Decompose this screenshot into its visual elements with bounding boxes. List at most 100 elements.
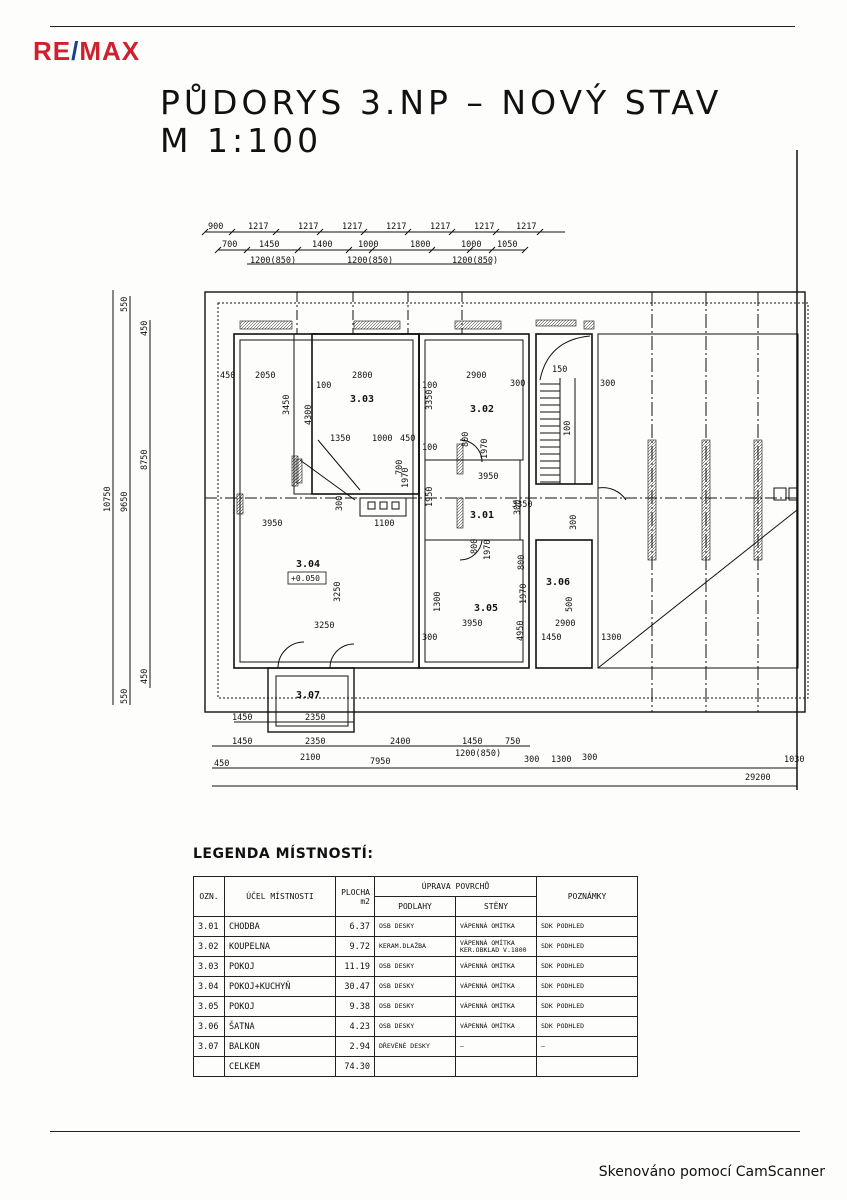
top-dim-label: 1200(850) <box>452 256 498 266</box>
top-dim-label: 1050 <box>497 240 517 250</box>
bottom-dim-label: 7950 <box>370 757 390 767</box>
left-dim-label: 550 <box>120 689 130 704</box>
top-dim-label: 1217 <box>248 222 268 232</box>
bottom-dim-label: 1200(850) <box>455 749 501 759</box>
top-dim-label: 700 <box>222 240 237 250</box>
total-plocha: 74.30 <box>335 1056 375 1077</box>
inner-dim-label: 3250 <box>333 582 343 602</box>
drawing-title: PŮDORYS 3.NP – NOVÝ STAV M 1:100 <box>160 84 722 160</box>
room-label-3-02: 3.02 <box>470 404 494 415</box>
top-dim-label: 1800 <box>410 240 430 250</box>
legend-total-row: CELKEM 74.30 <box>193 1056 638 1077</box>
legend-cell-ucel: POKOJ <box>224 996 336 1017</box>
legend-cell-ucel: KOUPELNA <box>224 936 336 957</box>
top-dim-label: 900 <box>208 222 223 232</box>
bottom-total-dim-label: 29200 <box>745 773 771 783</box>
legend-cell-steny-extra: KER.OBKLAD V.1800 <box>460 945 527 954</box>
inner-dim-label: 500 <box>565 597 575 612</box>
top-dim-label: 1400 <box>312 240 332 250</box>
inner-dim-label: 1970 <box>519 584 529 604</box>
legend-cell-ucel: POKOJ <box>224 956 336 977</box>
bottom-dim-label: 2350 <box>305 737 325 747</box>
legend-cell-poznamky: SDK PODHLED <box>536 936 638 957</box>
inner-dim-label: 300 <box>569 515 579 530</box>
legend-cell-ozn: 3.05 <box>193 996 225 1017</box>
inner-dim-label: 450 <box>220 371 235 381</box>
legend-cell-ucel: CHODBA <box>224 916 336 937</box>
legend-cell-poznamky: SDK PODHLED <box>536 956 638 977</box>
bottom-rule <box>50 1131 800 1132</box>
legend-cell-ozn: 3.07 <box>193 1036 225 1057</box>
legend-cell-ucel: ŠATNA <box>224 1016 336 1037</box>
legend-cell-ucel: BALKON <box>224 1036 336 1057</box>
inner-dim-label: 800 <box>470 539 480 554</box>
inner-dim-label: 1300 <box>433 592 443 612</box>
bottom-dim-label: 300 <box>582 753 597 763</box>
inner-dim-label: 2050 <box>255 371 275 381</box>
legend-cell-poznamky: – <box>536 1036 638 1057</box>
top-dim-label: 1450 <box>259 240 279 250</box>
left-dim-label: 450 <box>140 321 150 336</box>
bottom-dim-label: 300 <box>524 755 539 765</box>
legend-cell-plocha: 11.19 <box>335 956 375 977</box>
top-dim-label: 1217 <box>386 222 406 232</box>
bottom-dim-label: 2100 <box>300 753 320 763</box>
legend-cell-podlahy: DŘEVĚNÉ DESKY <box>374 1036 456 1057</box>
header-steny: STĚNY <box>455 896 537 917</box>
inner-dim-label: 3250 <box>314 621 334 631</box>
legend-cell-ozn: 3.01 <box>193 916 225 937</box>
header-poznamky: POZNÁMKY <box>536 876 638 917</box>
legend-cell-steny: VÁPENNÁ OMÍTKA <box>455 976 537 997</box>
total-label: CELKEM <box>224 1056 336 1077</box>
bottom-dim-label: 450 <box>214 759 229 769</box>
inner-dim-label: 300 <box>422 633 437 643</box>
legend-cell-steny: VÁPENNÁ OMÍTKA <box>455 916 537 937</box>
legend-cell-podlahy: KERAM.DLAŽBA <box>374 936 456 957</box>
left-dim-label: 9650 <box>120 492 130 512</box>
legend-cell-podlahy: OSB DESKY <box>374 976 456 997</box>
inner-dim-label: 1000 <box>372 434 392 444</box>
bottom-dim-label: 1030 <box>784 755 804 765</box>
inner-dim-label: 300 <box>600 379 615 389</box>
top-dim-label: 1217 <box>430 222 450 232</box>
top-dim-label: 1200(850) <box>347 256 393 266</box>
inner-dim-label: 1970 <box>480 439 490 459</box>
inner-dim-label: 1100 <box>374 519 394 529</box>
inner-dim-label: 1970 <box>483 540 493 560</box>
bottom-dim-label: 1450 <box>462 737 482 747</box>
inner-dim-label: 3950 <box>462 619 482 629</box>
header-uprava: ÚPRAVA POVRCHŮ <box>374 876 537 897</box>
legend-cell-steny: – <box>455 1036 537 1057</box>
legend-cell-podlahy: OSB DESKY <box>374 916 456 937</box>
legend-cell-podlahy: OSB DESKY <box>374 1016 456 1037</box>
bottom-dim-label: 750 <box>505 737 520 747</box>
inner-dim-label: 800 <box>461 432 471 447</box>
top-dim-label: 1217 <box>474 222 494 232</box>
inner-dim-label: 2900 <box>555 619 575 629</box>
camscanner-watermark: Skenováno pomocí CamScanner <box>598 1164 825 1180</box>
inner-dim-label: 700 <box>395 460 405 475</box>
inner-dim-label: 450 <box>400 434 415 444</box>
inner-dim-label: 300 <box>513 500 523 515</box>
legend-cell-plocha: 9.72 <box>335 936 375 957</box>
inner-dim-label: 3950 <box>478 472 498 482</box>
bottom-dim-label: 1300 <box>551 755 571 765</box>
top-dim-label: 1200(850) <box>250 256 296 266</box>
room-label-3-01: 3.01 <box>470 510 494 521</box>
legend-cell-ozn: 3.02 <box>193 936 225 957</box>
legend-cell-ozn: 3.03 <box>193 956 225 977</box>
legend-cell-plocha: 30.47 <box>335 976 375 997</box>
inner-dim-label: 100 <box>563 421 573 436</box>
inner-dim-label: 2900 <box>466 371 486 381</box>
inner-dim-label: 3950 <box>262 519 282 529</box>
inner-dim-label: 3350 <box>425 390 435 410</box>
remax-logo: RE/MAX <box>33 36 141 66</box>
legend-cell-plocha: 2.94 <box>335 1036 375 1057</box>
